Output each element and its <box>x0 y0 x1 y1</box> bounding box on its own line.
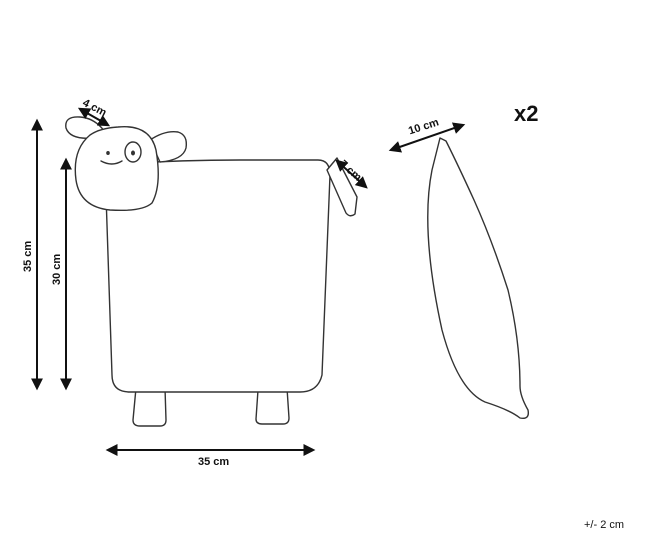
sheep-eye-left <box>106 151 110 155</box>
sheep-left-leg <box>132 387 167 427</box>
total-width-label: 35 cm <box>198 456 230 468</box>
tolerance-label: +/- 2 cm <box>584 519 625 531</box>
ear-width-arrow <box>77 107 111 127</box>
tail-width-arrow <box>335 159 368 189</box>
sheep-head <box>74 126 159 212</box>
sheep-right-leg <box>255 387 290 425</box>
cushion-illustration <box>427 137 530 420</box>
cushion-width-arrow <box>388 122 466 153</box>
sheep-mouth <box>100 160 123 165</box>
sheep-eye <box>131 150 135 156</box>
quantity-label: x2 <box>514 101 539 126</box>
sheep-pouf-illustration <box>65 116 358 427</box>
total-height-label: 35 cm <box>22 240 34 272</box>
sheep-right-ear <box>149 130 188 163</box>
body-height-label: 30 cm <box>51 253 63 285</box>
